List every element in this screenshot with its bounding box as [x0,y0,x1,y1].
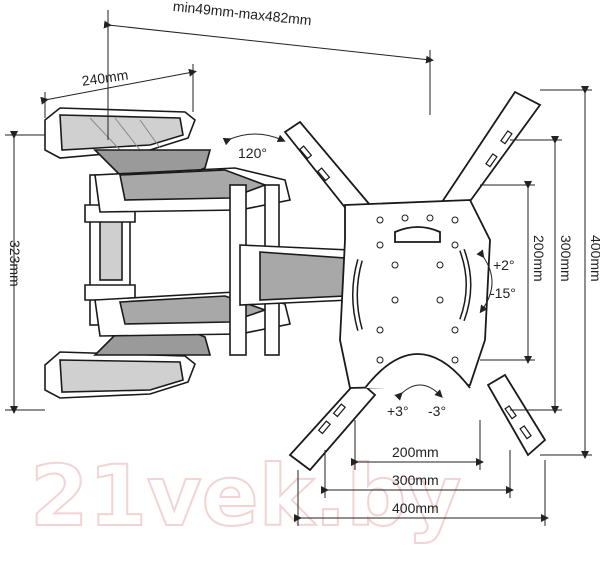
swivel-label: 120° [238,145,267,161]
arm-extension-label: min49mm-max482mm [172,0,312,28]
vesa-vertical-400-label: 400mm [588,235,600,282]
wall-plate [44,107,212,399]
vesa-vertical-300-label: 300mm [558,235,574,282]
rotate-right-label: -3° [428,403,446,419]
tilt-down-label: -15° [490,285,516,301]
vesa-vertical-200-label: 200mm [531,235,547,282]
articulating-arms [94,167,361,356]
vesa-horizontal-300-label: 300mm [392,472,439,488]
vesa-plate [283,90,547,472]
plate-width-label: 240mm [81,67,129,89]
dimension-lines [5,10,592,526]
vesa-horizontal-200-label: 200mm [392,444,439,460]
tilt-up-label: +2° [493,257,515,273]
rotate-left-label: +3° [387,403,409,419]
plate-height-label: 323mm [7,240,23,287]
vesa-horizontal-400-label: 400mm [392,500,439,516]
